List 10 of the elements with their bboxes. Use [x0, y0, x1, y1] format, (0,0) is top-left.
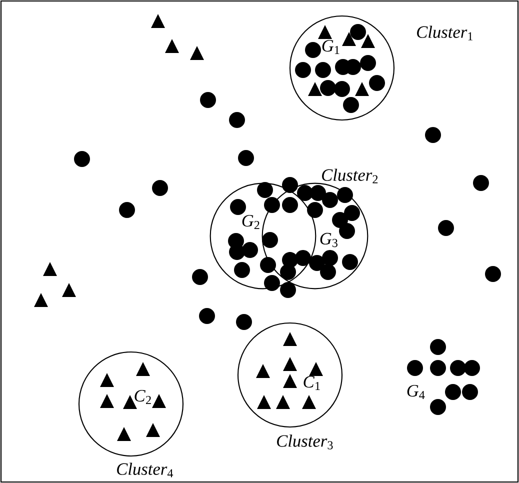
cluster-name: Cluster$_{1}$	[417, 26, 472, 40]
group-label: G$_{4}$	[407, 385, 425, 399]
cluster-name: Cluster$_{2}$	[322, 168, 378, 184]
cluster-name: Cluster$_{4}$	[117, 462, 174, 478]
group-label: C$_{1}$	[304, 376, 320, 390]
group-label: G$_{1}$	[322, 40, 340, 54]
group-label: G$_{3}$	[320, 232, 338, 248]
cluster-name: Cluster$_{3}$	[277, 434, 333, 450]
group-label: C$_{2}$	[134, 390, 151, 404]
group-label: G$_{2}$	[242, 215, 260, 229]
